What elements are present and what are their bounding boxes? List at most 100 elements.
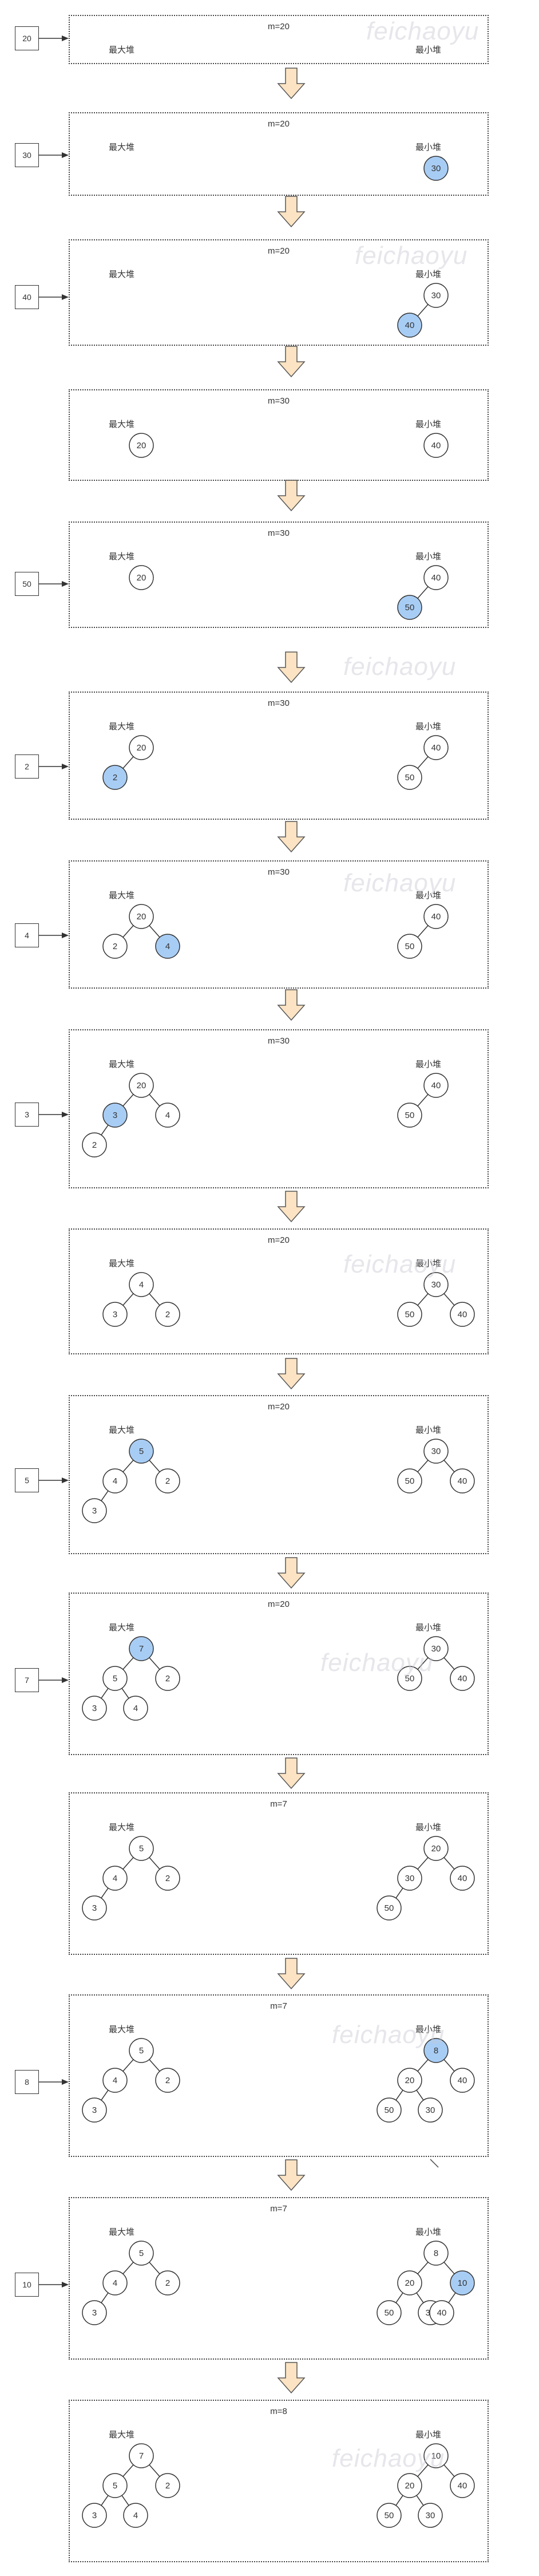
max-heap-node-value: 5 (113, 2481, 117, 2491)
min-heap-node-value: 8 (434, 2046, 438, 2056)
max-heap-node: 2 (155, 1468, 180, 1494)
min-heap-node: 20 (423, 1836, 449, 1861)
min-heap-node-circle (397, 1666, 422, 1691)
min-heap-node-circle (376, 2300, 402, 2325)
min-heap-node-circle (423, 283, 449, 308)
input-number-box: 3 (15, 1103, 39, 1127)
max-heap-edge (122, 1094, 134, 1107)
min-heap-node-circle (423, 1439, 449, 1464)
min-heap-label: 最小堆 (415, 45, 442, 55)
min-heap-node: 8 (423, 2038, 449, 2063)
max-heap-edge (149, 1857, 160, 1870)
min-heap-edge (417, 1657, 429, 1670)
down-arrow-icon (277, 68, 306, 100)
max-heap-edge (149, 1460, 160, 1472)
max-heap-node-value: 20 (137, 743, 146, 753)
max-heap-node-value: 4 (113, 1476, 117, 1486)
min-heap-node: 40 (397, 313, 422, 338)
max-heap-node: 4 (155, 934, 180, 959)
min-heap-node-circle (450, 1302, 475, 1327)
min-heap-node: 40 (423, 433, 449, 458)
min-heap-edge (443, 1460, 455, 1472)
min-heap-node-circle (423, 2241, 449, 2266)
min-heap-node-value: 50 (385, 2308, 394, 2318)
input-arrow (39, 581, 69, 587)
min-heap-edge (443, 1657, 455, 1670)
min-heap-edge (417, 1094, 429, 1107)
max-heap-node-circle (155, 1666, 180, 1691)
down-arrow-icon (277, 346, 306, 378)
min-heap-node-value: 30 (426, 2511, 435, 2520)
min-heap-node: 30 (423, 283, 449, 308)
min-heap-node: 50 (397, 1468, 422, 1494)
max-heap-node-circle (155, 2068, 180, 2093)
min-heap-node-value: 40 (431, 743, 441, 753)
min-heap-node: 40 (450, 2068, 475, 2093)
max-heap-node-value: 4 (113, 2278, 117, 2288)
min-heap-edge (395, 2089, 403, 2101)
max-heap-node-circle (129, 1272, 154, 1297)
max-heap-edge (122, 1657, 134, 1670)
min-heap-node: 50 (397, 595, 422, 620)
max-heap-node-circle (102, 2473, 128, 2498)
max-heap-label: 最大堆 (109, 2227, 135, 2237)
min-heap-node-value: 10 (431, 2451, 441, 2461)
max-heap-node-circle (155, 2270, 180, 2296)
step-panel: m=7最大堆最小堆542382010503040 (69, 2197, 489, 2360)
max-heap-node-value: 2 (165, 2278, 170, 2288)
min-heap-label: 最小堆 (415, 552, 442, 562)
min-heap-edge (395, 2495, 403, 2506)
min-heap-node: 40 (450, 1866, 475, 1891)
max-heap-label: 最大堆 (109, 270, 135, 279)
down-arrow-icon (277, 1191, 306, 1223)
max-heap-node-value: 20 (137, 573, 146, 583)
max-heap-node-circle (82, 2503, 107, 2528)
min-heap-node-value: 40 (458, 2481, 467, 2491)
max-heap-node-circle (82, 1696, 107, 1721)
input-number-box: 5 (15, 1468, 39, 1492)
min-heap-node: 50 (376, 2097, 402, 2123)
max-heap-node-value: 3 (113, 1310, 117, 1319)
min-heap-node: 30 (418, 2503, 443, 2528)
min-heap-node-circle (423, 156, 449, 181)
min-heap-node-circle (397, 1866, 422, 1891)
min-heap-node-value: 40 (458, 1674, 467, 1684)
min-heap-node-value: 30 (431, 1447, 441, 1456)
min-heap-node-value: 40 (458, 1874, 467, 1883)
min-heap-edge (417, 2262, 429, 2274)
max-heap-node-value: 20 (137, 441, 146, 451)
max-heap-edge (101, 1124, 109, 1136)
min-heap-node: 30 (423, 156, 449, 181)
heap-trees: 542382010503040 (82, 2241, 475, 2325)
min-heap-node-circle (450, 1666, 475, 1691)
min-heap-node-circle (423, 2443, 449, 2468)
min-heap-node-value: 40 (431, 912, 441, 922)
max-heap-node-value: 5 (139, 1447, 144, 1456)
max-heap-node: 5 (129, 1439, 154, 1464)
max-heap-node-circle (155, 1866, 180, 1891)
min-heap-node-circle (397, 2068, 422, 2093)
min-heap-node: 30 (418, 2097, 443, 2123)
min-heap-node: 40 (450, 1666, 475, 1691)
input-arrow (39, 2282, 69, 2287)
down-arrow-icon (277, 196, 306, 228)
min-heap-node-value: 40 (437, 2308, 447, 2318)
max-heap-edge (101, 2292, 109, 2304)
min-heap-node: 30 (423, 1636, 449, 1661)
min-heap-node-circle (423, 1272, 449, 1297)
min-heap-node-value: 50 (385, 2105, 394, 2115)
max-heap-node: 2 (155, 2270, 180, 2296)
max-heap-edge (121, 2495, 129, 2506)
median-label: m=20 (268, 119, 290, 129)
heap-trees: 30 (423, 156, 449, 181)
max-heap-node-value: 3 (92, 2308, 97, 2318)
min-heap-node-circle (423, 565, 449, 590)
min-heap-edge (417, 586, 429, 599)
max-heap-label: 最大堆 (109, 2430, 135, 2440)
